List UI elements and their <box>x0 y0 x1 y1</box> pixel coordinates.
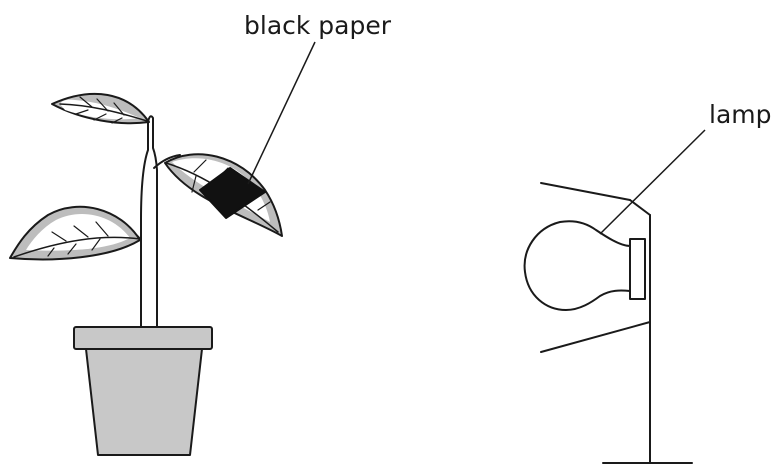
lamp-arm <box>629 199 651 216</box>
label-black-paper: black paper <box>244 11 392 185</box>
leader-line-black-paper <box>247 41 316 185</box>
label-lamp: lamp <box>599 100 772 235</box>
plant-stem <box>121 115 181 331</box>
label-black-paper-text: black paper <box>244 11 392 40</box>
lamp-reflector-top <box>540 182 631 201</box>
lamp-reflector-bottom <box>540 321 651 353</box>
lamp-socket <box>629 238 646 300</box>
lamp <box>523 182 693 464</box>
black-paper-patch <box>199 167 266 219</box>
leaf-lower-left <box>9 205 141 261</box>
plant <box>9 92 283 331</box>
leader-line-lamp <box>599 129 706 235</box>
bulb <box>523 220 631 311</box>
label-lamp-text: lamp <box>709 100 772 129</box>
leaf-top <box>51 92 150 125</box>
pot <box>73 326 213 456</box>
pot-body <box>85 348 203 456</box>
pot-rim <box>73 326 213 350</box>
